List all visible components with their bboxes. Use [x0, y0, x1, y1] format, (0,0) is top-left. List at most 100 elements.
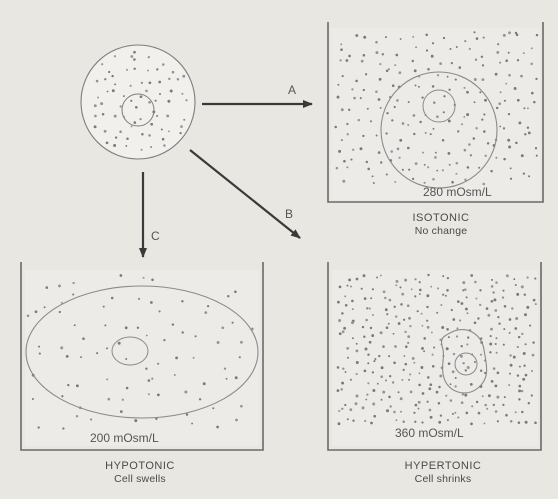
solute-particle	[337, 301, 340, 304]
solute-particle	[398, 322, 401, 325]
solute-particle	[367, 168, 370, 171]
solute-particle	[521, 411, 523, 413]
solute-particle	[367, 382, 369, 384]
solute-particle	[456, 162, 458, 164]
solute-particle	[401, 379, 403, 381]
solute-particle	[130, 100, 132, 102]
solute-particle	[349, 408, 352, 411]
solute-particle	[489, 351, 491, 353]
solute-particle	[113, 144, 116, 147]
solute-particle	[353, 97, 356, 100]
solute-particle	[523, 172, 525, 174]
solute-particle	[461, 401, 464, 404]
solute-particle	[414, 278, 416, 280]
solute-particle	[529, 325, 531, 327]
solute-particle	[466, 91, 469, 94]
solute-particle	[146, 334, 148, 336]
solute-particle	[143, 277, 145, 279]
solute-particle	[477, 317, 479, 319]
solute-particle	[150, 301, 153, 304]
solute-particle	[456, 327, 458, 329]
solute-particle	[373, 182, 375, 184]
solute-particle	[450, 399, 453, 402]
solute-particle	[363, 36, 366, 39]
solute-particle	[133, 68, 135, 70]
solute-particle	[419, 293, 421, 295]
solute-particle	[506, 274, 509, 277]
solute-particle	[345, 304, 348, 307]
solute-particle	[419, 281, 421, 283]
solute-particle	[442, 275, 444, 277]
arrow-c-label: C	[151, 229, 160, 243]
solute-particle	[382, 53, 384, 55]
solute-particle	[139, 118, 141, 120]
solute-particle	[195, 335, 197, 337]
solute-particle	[395, 419, 397, 421]
solute-particle	[526, 276, 528, 278]
solute-particle	[217, 341, 220, 344]
solute-particle	[341, 382, 344, 385]
solute-particle	[515, 142, 518, 145]
solute-particle	[503, 328, 505, 330]
solute-particle	[464, 149, 467, 152]
solute-particle	[379, 63, 381, 65]
solute-particle	[418, 372, 420, 374]
solute-particle	[385, 36, 387, 38]
solute-particle	[511, 307, 513, 309]
solute-particle	[424, 182, 426, 184]
solute-particle	[203, 382, 206, 385]
solute-particle	[350, 159, 352, 161]
solute-particle	[388, 355, 390, 357]
solute-particle	[469, 48, 471, 50]
solute-particle	[521, 333, 523, 335]
solute-particle	[415, 162, 418, 165]
solute-particle	[337, 84, 339, 86]
solute-particle	[422, 325, 424, 327]
solute-particle	[341, 312, 344, 315]
solute-particle	[380, 375, 383, 378]
solute-particle	[452, 318, 455, 321]
solute-particle	[531, 47, 533, 49]
solute-particle	[498, 102, 501, 105]
solute-particle	[380, 331, 383, 334]
solute-particle	[383, 290, 386, 293]
solute-particle	[457, 300, 460, 303]
solute-particle	[433, 346, 435, 348]
solute-particle	[447, 152, 450, 155]
solute-particle	[376, 135, 378, 137]
solute-particle	[125, 358, 127, 360]
solute-particle	[347, 418, 349, 420]
solute-particle	[513, 278, 515, 280]
solute-particle	[455, 173, 457, 175]
solute-particle	[364, 370, 367, 373]
solute-particle	[191, 423, 193, 425]
solute-particle	[372, 389, 375, 392]
solute-particle	[496, 337, 498, 339]
solute-particle	[32, 398, 34, 400]
solute-particle	[493, 291, 495, 293]
solute-particle	[367, 353, 369, 355]
solute-particle	[410, 391, 413, 394]
solute-particle	[514, 87, 517, 90]
hypertonic-title: HYPERTONIC	[378, 460, 508, 473]
solute-particle	[430, 133, 432, 135]
solute-particle	[446, 289, 449, 292]
solute-particle	[374, 358, 376, 360]
solute-particle	[148, 56, 150, 58]
solute-particle	[455, 79, 457, 81]
solute-particle	[491, 380, 494, 383]
solute-particle	[443, 95, 445, 97]
solute-particle	[162, 63, 165, 66]
solute-particle	[141, 133, 144, 136]
solute-particle	[345, 371, 347, 373]
solute-particle	[457, 130, 459, 132]
solute-particle	[479, 91, 481, 93]
solute-particle	[460, 355, 463, 358]
solute-particle	[342, 75, 344, 77]
solute-particle	[356, 350, 359, 353]
solute-particle	[479, 289, 481, 291]
solute-particle	[461, 345, 463, 347]
solute-particle	[534, 421, 537, 424]
solute-particle	[364, 297, 367, 300]
solute-particle	[367, 362, 369, 364]
